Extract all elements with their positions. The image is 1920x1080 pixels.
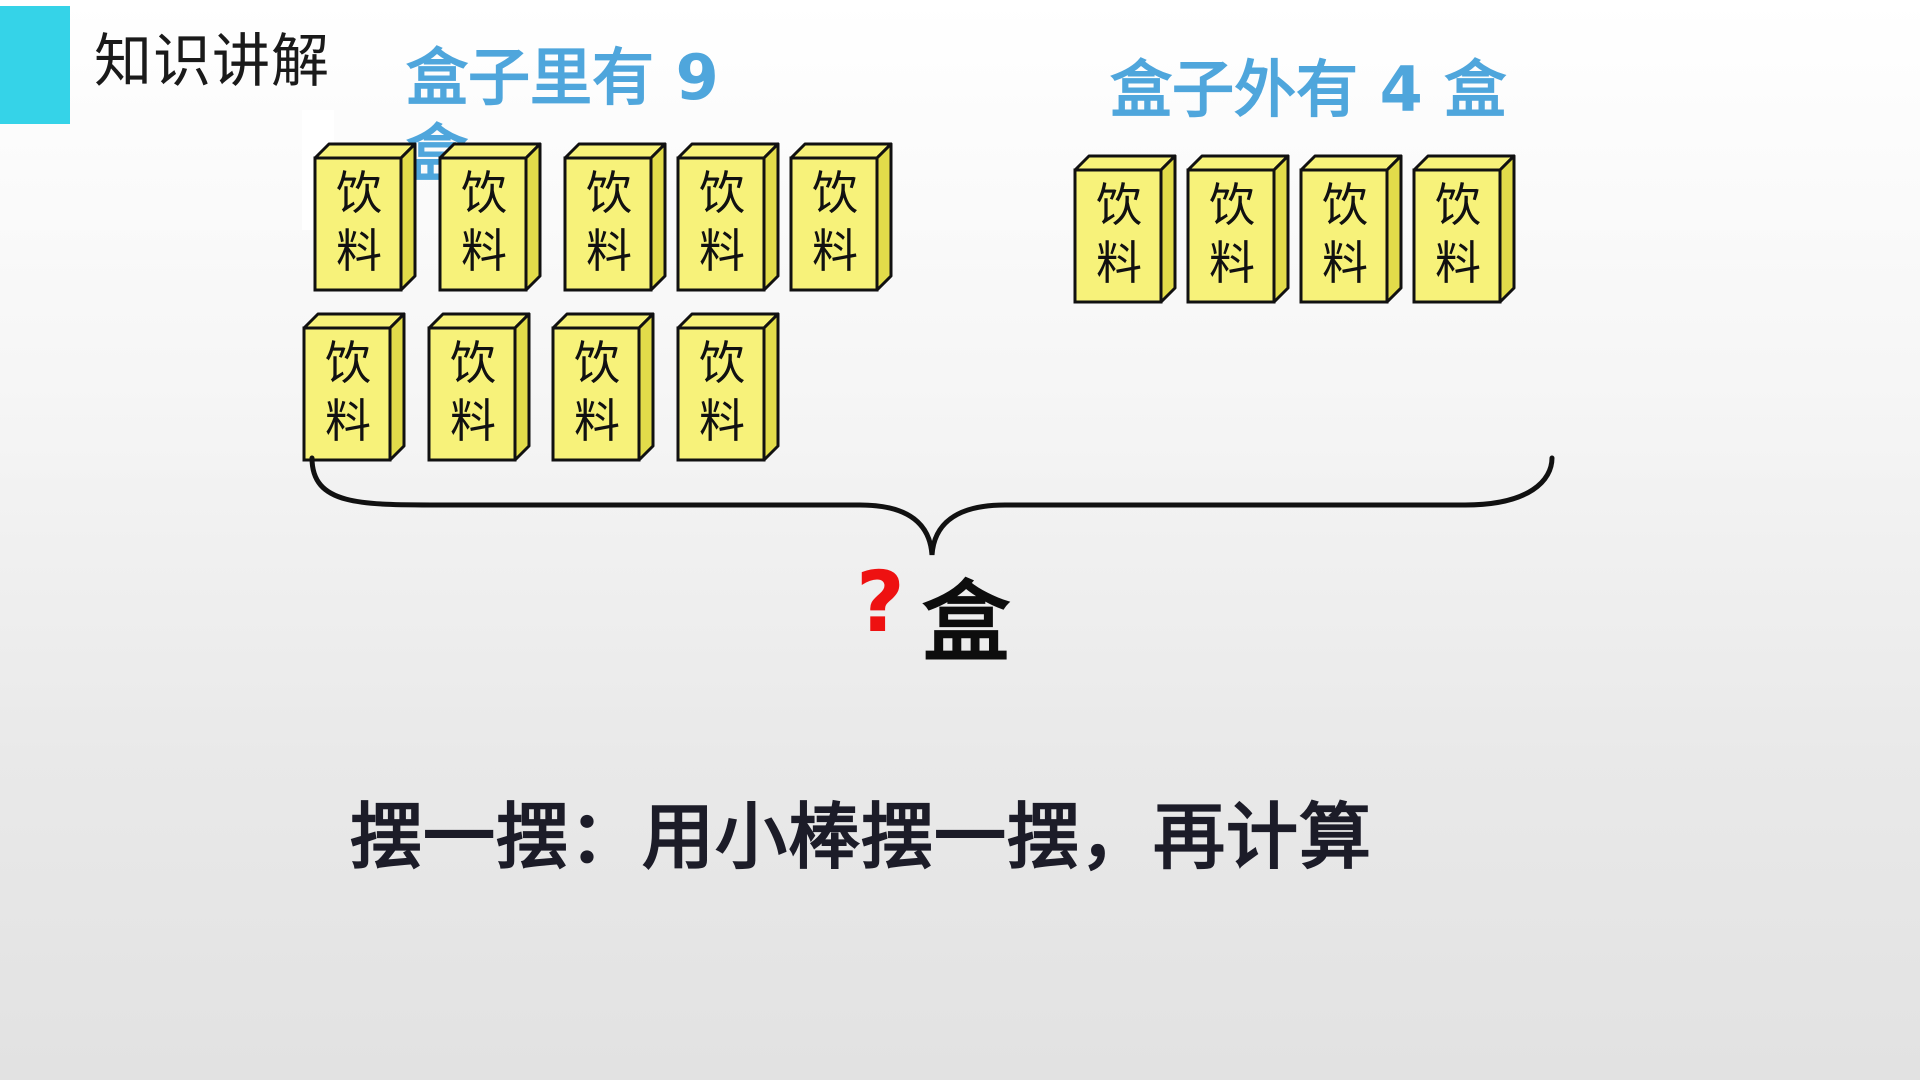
drink-box-char-1: 饮: [461, 166, 507, 220]
drink-box-label: 饮料: [1428, 176, 1488, 292]
drink-box-label: 饮料: [692, 334, 752, 450]
drink-box-shape: [438, 142, 542, 292]
drink-box-char-1: 饮: [336, 166, 382, 220]
drink-box-shape: [1186, 154, 1290, 304]
accent-bar: [0, 6, 70, 124]
drink-box-shape: [313, 142, 417, 292]
drink-box: 饮料: [313, 142, 417, 292]
drink-box: 饮料: [1412, 154, 1516, 304]
question-mark: ?: [856, 553, 905, 651]
drink-box-label: 饮料: [318, 334, 378, 450]
drink-box-label: 饮料: [454, 164, 514, 280]
drink-box-label: 饮料: [692, 164, 752, 280]
outside-count-label: 盒子外有 4 盒: [1110, 53, 1507, 126]
drink-box-char-1: 饮: [574, 336, 620, 390]
drink-box-label: 饮料: [567, 334, 627, 450]
drink-box-char-2: 料: [1096, 236, 1142, 290]
drink-box-shape: [789, 142, 893, 292]
drink-box-char-1: 饮: [1209, 178, 1255, 232]
drink-box-char-1: 饮: [1435, 178, 1481, 232]
drink-box-shape: [551, 312, 655, 462]
drink-box-char-1: 饮: [699, 166, 745, 220]
drink-box: 饮料: [1073, 154, 1177, 304]
drink-box-char-1: 饮: [1322, 178, 1368, 232]
drink-box-char-1: 饮: [586, 166, 632, 220]
drink-box-label: 饮料: [443, 334, 503, 450]
drink-box-char-1: 饮: [812, 166, 858, 220]
drink-box: 饮料: [438, 142, 542, 292]
drink-box-label: 饮料: [1089, 176, 1149, 292]
drink-box-char-2: 料: [336, 224, 382, 278]
drink-box-char-1: 饮: [325, 336, 371, 390]
drink-box: 饮料: [427, 312, 531, 462]
drink-box-shape: [427, 312, 531, 462]
section-title: 知识讲解: [94, 27, 331, 95]
drink-box-label: 饮料: [1315, 176, 1375, 292]
drink-box-char-2: 料: [699, 224, 745, 278]
drink-box-shape: [1073, 154, 1177, 304]
drink-box: 饮料: [1186, 154, 1290, 304]
drink-box-shape: [676, 142, 780, 292]
drink-box-char-2: 料: [450, 394, 496, 448]
drink-box-char-2: 料: [812, 224, 858, 278]
drink-box-shape: [1299, 154, 1403, 304]
drink-box-char-2: 料: [574, 394, 620, 448]
instruction-text: 摆一摆：用小棒摆一摆，再计算: [350, 794, 1373, 879]
drink-box-shape: [676, 312, 780, 462]
drink-box-char-1: 饮: [699, 336, 745, 390]
drink-box-char-2: 料: [1435, 236, 1481, 290]
drink-box-label: 饮料: [329, 164, 389, 280]
drink-box-label: 饮料: [579, 164, 639, 280]
drink-box-label: 饮料: [805, 164, 865, 280]
drink-box: 饮料: [789, 142, 893, 292]
drink-box: 饮料: [302, 312, 406, 462]
drink-box-char-2: 料: [325, 394, 371, 448]
drink-box: 饮料: [551, 312, 655, 462]
drink-box-char-2: 料: [1209, 236, 1255, 290]
box-unit-label: 盒: [922, 571, 1011, 674]
drink-box: 饮料: [1299, 154, 1403, 304]
drink-box-shape: [302, 312, 406, 462]
drink-box: 饮料: [563, 142, 667, 292]
drink-box-char-2: 料: [461, 224, 507, 278]
drink-box-char-2: 料: [1322, 236, 1368, 290]
drink-box-shape: [563, 142, 667, 292]
drink-box: 饮料: [676, 142, 780, 292]
drink-box-shape: [1412, 154, 1516, 304]
drink-box-char-2: 料: [586, 224, 632, 278]
drink-box-label: 饮料: [1202, 176, 1262, 292]
drink-box-char-1: 饮: [1096, 178, 1142, 232]
drink-box: 饮料: [676, 312, 780, 462]
drink-box-char-1: 饮: [450, 336, 496, 390]
drink-box-char-2: 料: [699, 394, 745, 448]
